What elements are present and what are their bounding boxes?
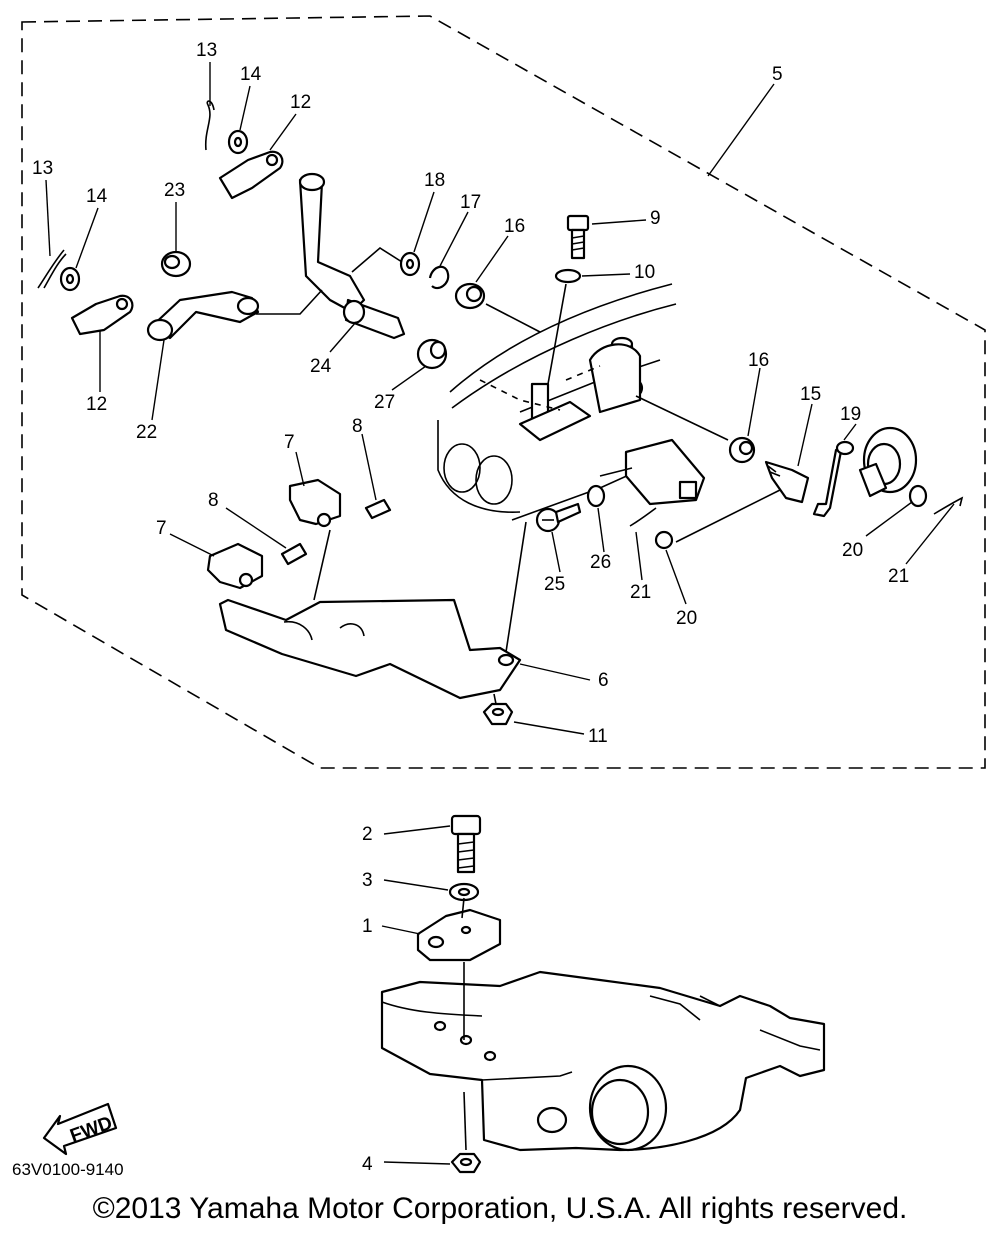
swivel-bracket bbox=[380, 970, 826, 1152]
link-15 bbox=[764, 460, 810, 504]
diagram-code: 63V0100-9140 bbox=[12, 1160, 124, 1179]
callout-8: 8 bbox=[208, 490, 219, 511]
bushing-16-right bbox=[728, 436, 756, 464]
callout-4: 4 bbox=[362, 1154, 373, 1175]
callout-5: 5 bbox=[772, 64, 783, 85]
bushing-16-top bbox=[454, 282, 486, 310]
bolt-2 bbox=[450, 814, 482, 874]
callout-16: 16 bbox=[504, 216, 525, 237]
callout-8: 8 bbox=[352, 416, 363, 437]
callout-16: 16 bbox=[748, 350, 769, 371]
callout-27: 27 bbox=[374, 392, 395, 413]
callout-21: 21 bbox=[888, 566, 909, 587]
pin-8-upper bbox=[364, 498, 392, 520]
washer-10 bbox=[554, 268, 582, 284]
clip-17 bbox=[428, 265, 450, 290]
shift-lever-assembly bbox=[624, 438, 706, 506]
callout-13: 13 bbox=[32, 158, 53, 179]
callout-12: 12 bbox=[290, 92, 311, 113]
callout-20: 20 bbox=[676, 608, 697, 629]
callout-21: 21 bbox=[630, 582, 651, 603]
connection-lines bbox=[256, 247, 781, 1151]
callout-20: 20 bbox=[842, 540, 863, 561]
callout-26: 26 bbox=[590, 552, 611, 573]
bushing-27 bbox=[416, 338, 448, 370]
callout-22: 22 bbox=[136, 422, 157, 443]
shaft-lever-24 bbox=[298, 172, 406, 340]
cotter-pin-13-left bbox=[37, 249, 67, 289]
callout-14: 14 bbox=[86, 186, 108, 207]
joint-12-top bbox=[218, 150, 284, 200]
callout-labels: 13 14 12 13 14 23 12 22 24 18 17 16 9 10… bbox=[32, 40, 909, 1175]
callout-19: 19 bbox=[840, 404, 861, 425]
bracket-6 bbox=[218, 598, 522, 700]
dashed-alignment-lines bbox=[479, 365, 601, 411]
callout-9: 9 bbox=[650, 208, 661, 229]
stopper-7-upper bbox=[288, 478, 342, 528]
callout-11: 11 bbox=[588, 726, 608, 747]
callout-12: 12 bbox=[86, 394, 107, 415]
callout-7: 7 bbox=[156, 518, 167, 539]
screw-25 bbox=[535, 502, 582, 533]
callout-24: 24 bbox=[310, 356, 332, 377]
callout-18: 18 bbox=[424, 170, 445, 191]
callout-2: 2 bbox=[362, 824, 373, 845]
cotter-pin-13-top bbox=[204, 100, 215, 151]
washer-26 bbox=[586, 484, 606, 508]
callout-14: 14 bbox=[240, 64, 262, 85]
callout-10: 10 bbox=[634, 262, 655, 283]
leader-lines bbox=[45, 62, 955, 1165]
collar-23 bbox=[160, 250, 192, 278]
bolt-9 bbox=[566, 214, 590, 260]
callout-13: 13 bbox=[196, 40, 217, 61]
pin-8-lower bbox=[280, 542, 308, 566]
washer-20-mid bbox=[654, 530, 674, 550]
nut-11 bbox=[482, 702, 514, 726]
callout-7: 7 bbox=[284, 432, 295, 453]
callout-25: 25 bbox=[544, 574, 565, 595]
cotter-pin-21-mid bbox=[629, 507, 657, 527]
cotter-pin-21-right bbox=[933, 496, 964, 515]
shift-cam bbox=[858, 426, 918, 498]
lever-22 bbox=[146, 290, 260, 342]
nut-4 bbox=[450, 1152, 482, 1174]
stopper-7-lower bbox=[206, 542, 264, 590]
callout-3: 3 bbox=[362, 870, 373, 891]
callout-23: 23 bbox=[164, 180, 185, 201]
link-rod-19 bbox=[812, 440, 855, 518]
fwd-arrow-icon: FWD bbox=[42, 1102, 118, 1156]
callout-1: 1 bbox=[362, 916, 373, 937]
callout-15: 15 bbox=[800, 384, 821, 405]
plate-1 bbox=[416, 908, 502, 962]
callout-6: 6 bbox=[598, 670, 609, 691]
copyright-notice: ©2013 Yamaha Motor Corporation, U.S.A. A… bbox=[92, 1192, 908, 1225]
callout-17: 17 bbox=[460, 192, 481, 213]
shaft-boss bbox=[518, 336, 644, 442]
assembly-boundary bbox=[21, 15, 986, 769]
washer-20-right bbox=[908, 484, 928, 508]
